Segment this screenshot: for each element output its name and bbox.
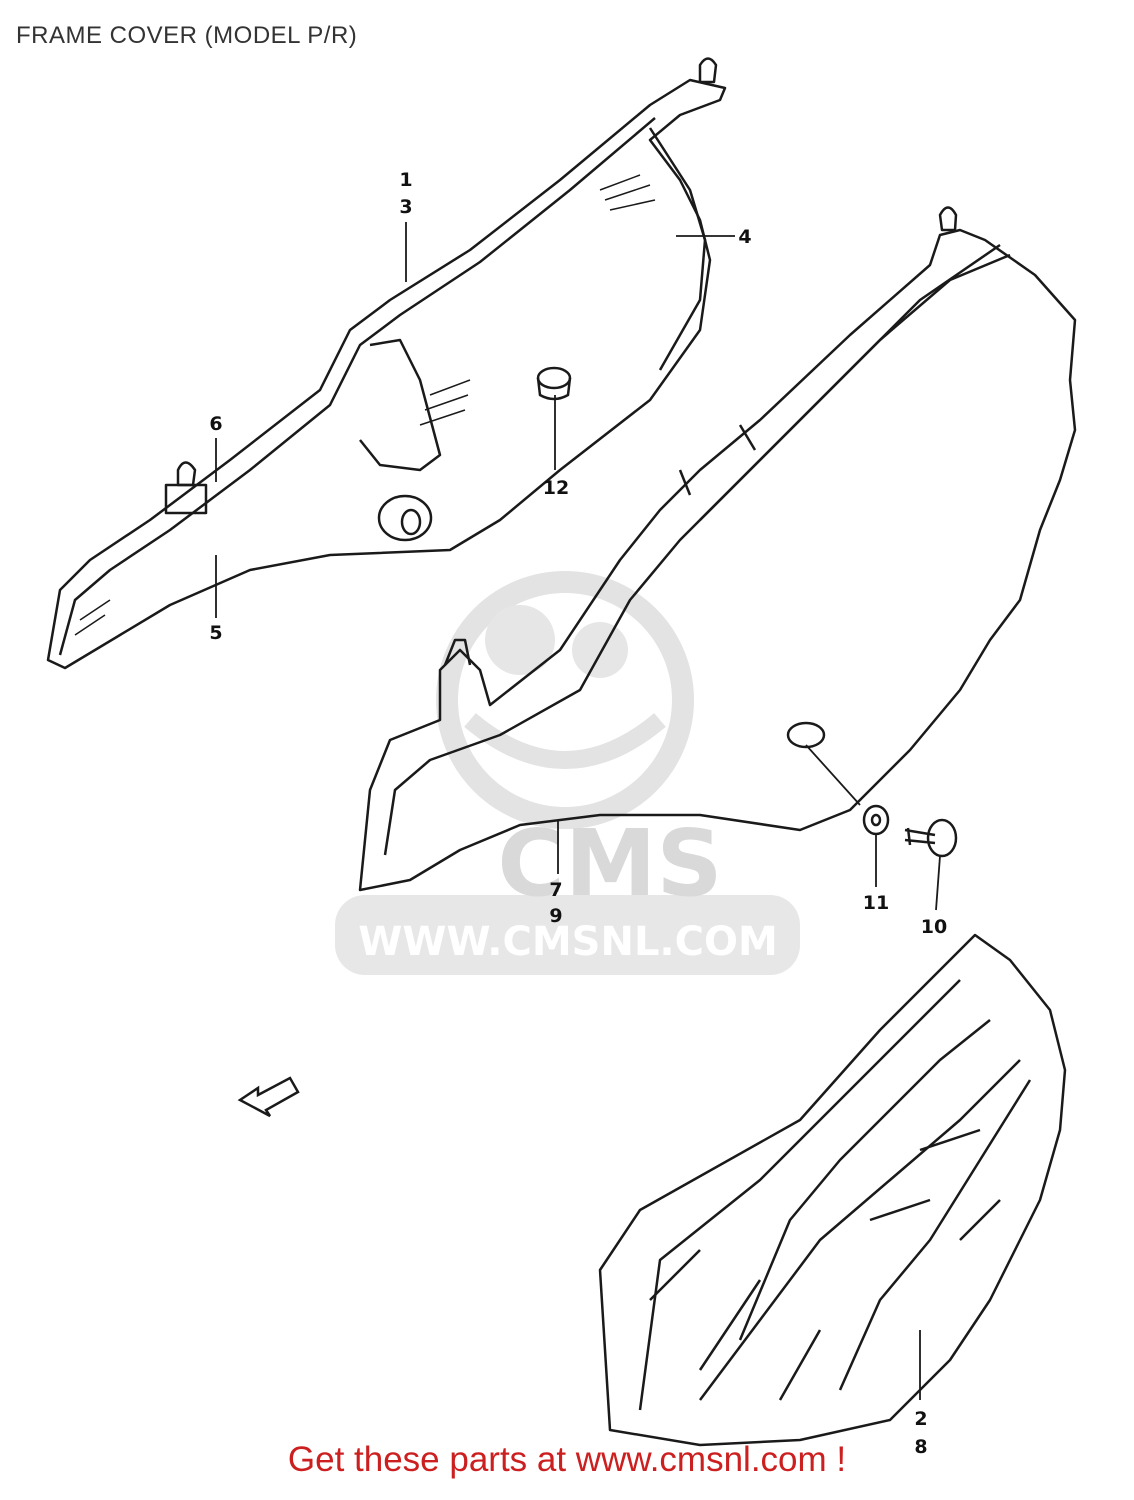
callout-1: 1 [399, 169, 412, 191]
watermark-url: WWW.CMSNL.COM [358, 919, 778, 965]
leader-lines [215, 222, 941, 1400]
frame-cover-upper [46, 57, 727, 670]
callout-10: 10 [921, 916, 947, 938]
grommet-12 [536, 366, 572, 401]
callout-4: 4 [738, 226, 751, 248]
callout-9: 9 [549, 905, 562, 927]
screw-10 [904, 818, 958, 858]
callout-3: 3 [399, 196, 412, 218]
callout-12: 12 [543, 477, 569, 499]
page-title: FRAME COVER (MODEL P/R) [16, 22, 358, 49]
callout-8: 8 [914, 1436, 927, 1458]
callout-6: 6 [209, 413, 222, 435]
callout-2: 2 [914, 1408, 927, 1430]
cta-link[interactable]: Get these parts at www.cmsnl.com ! [287, 1440, 847, 1479]
washer-11 [862, 804, 890, 836]
watermark-brand: CMS [497, 810, 722, 917]
cms-watermark: CMS WWW.CMSNL.COM [335, 571, 800, 975]
callout-5: 5 [209, 622, 222, 644]
front-arrow-icon [237, 1076, 300, 1118]
frame-cover-lower [358, 206, 1077, 892]
decal-panel [598, 933, 1067, 1447]
callout-7: 7 [549, 879, 562, 901]
callout-11: 11 [863, 892, 889, 914]
watermark-url-band [335, 895, 800, 975]
